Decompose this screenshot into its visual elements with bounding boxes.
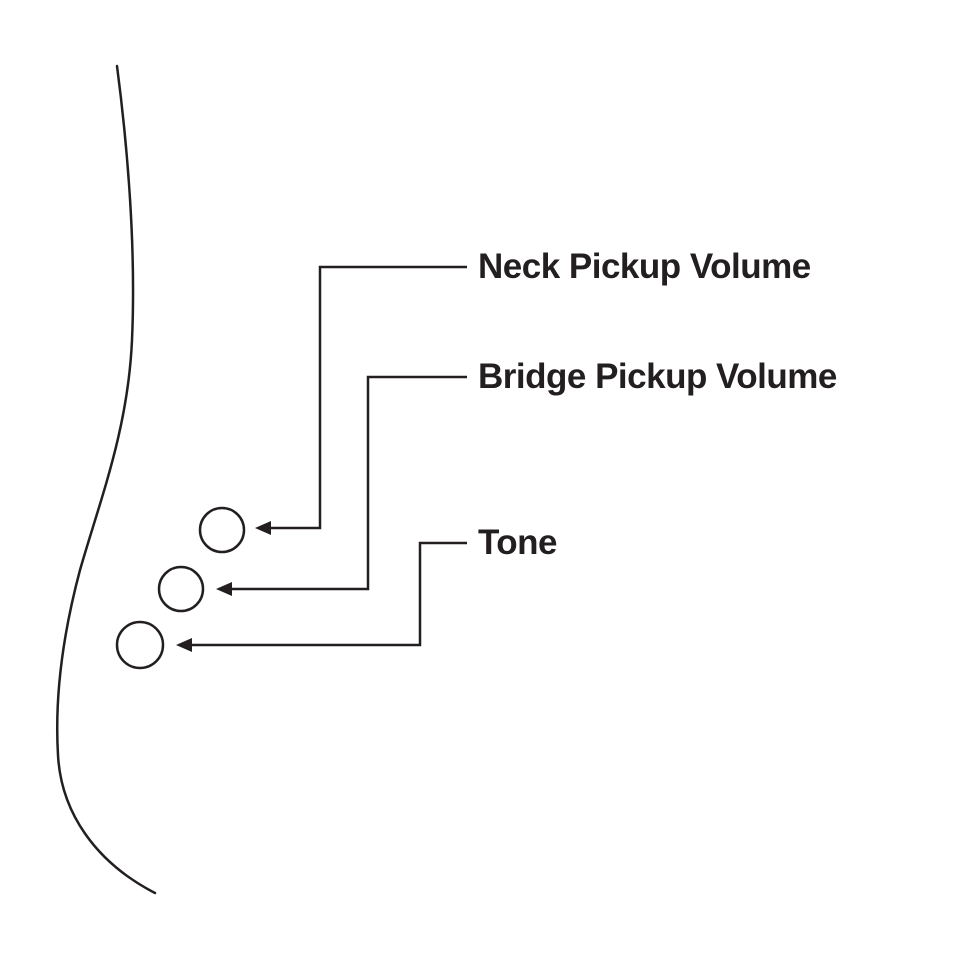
bridge-pickup-volume-arrowhead-icon <box>216 582 232 596</box>
bridge-pickup-volume-knob <box>157 565 205 613</box>
tone-label: Tone <box>478 523 558 562</box>
bridge-pickup-volume-label: Bridge Pickup Volume <box>478 357 837 396</box>
tone-knob <box>115 620 165 670</box>
guitar-body-outline <box>55 64 157 895</box>
tone-arrowhead-icon <box>176 638 192 652</box>
tone-leader-line <box>189 541 467 647</box>
neck-pickup-volume-label: Neck Pickup Volume <box>478 247 811 286</box>
neck-pickup-volume-knob <box>198 506 246 554</box>
bridge-pickup-volume-leader-line <box>229 375 467 591</box>
neck-pickup-volume-leader-line <box>268 265 467 530</box>
neck-pickup-volume-arrowhead-icon <box>255 521 271 535</box>
